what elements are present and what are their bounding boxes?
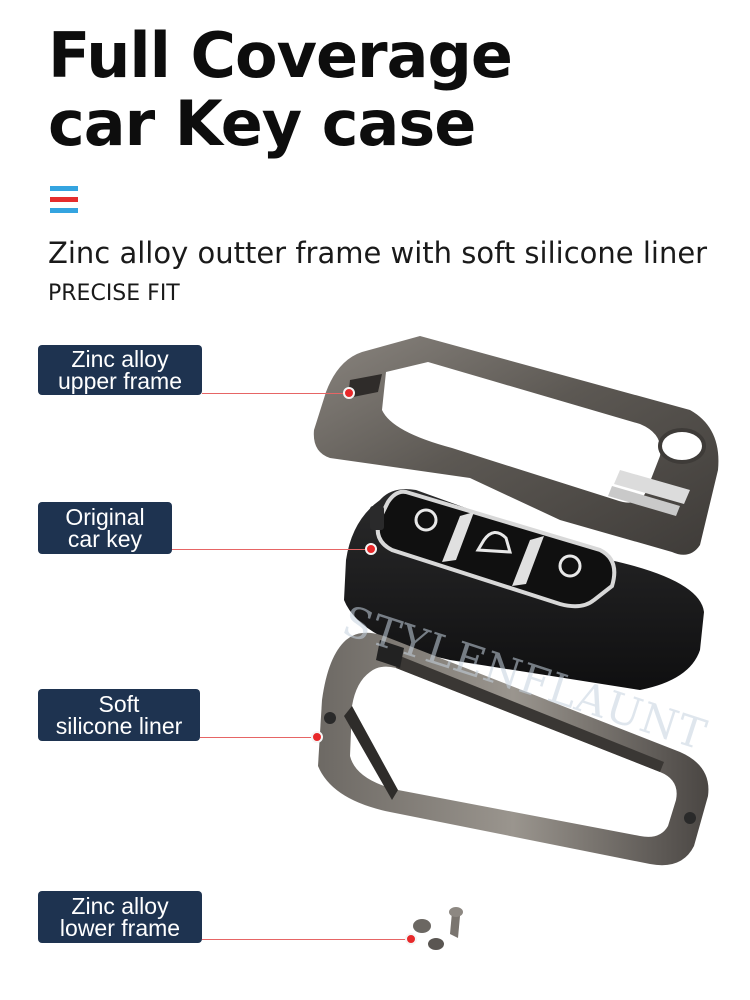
label-lower-frame-line-1: Zinc alloy bbox=[71, 893, 169, 919]
leader-line-car-key bbox=[172, 549, 370, 550]
label-car-key-line-2: car key bbox=[67, 526, 143, 552]
label-lower-frame-line-2: lower frame bbox=[59, 915, 181, 941]
label-upper-frame-line-1: Zinc alloy bbox=[71, 346, 169, 372]
label-upper-frame-line-2: upper frame bbox=[57, 368, 182, 394]
stripes-icon bbox=[50, 186, 78, 213]
label-liner-line-1: Soft bbox=[98, 691, 140, 717]
lower-frame-art bbox=[318, 632, 709, 866]
label-lower-frame: Zinc alloy lower frame bbox=[38, 891, 202, 943]
leader-line-upper-frame bbox=[202, 393, 348, 394]
screws-art bbox=[413, 907, 463, 950]
marker-car-key bbox=[365, 543, 377, 555]
leader-line-lower-frame bbox=[202, 939, 408, 940]
label-liner-line-2: silicone liner bbox=[55, 713, 183, 739]
car-key-art bbox=[344, 489, 704, 690]
label-car-key: Original car key bbox=[38, 502, 172, 554]
marker-upper-frame bbox=[343, 387, 355, 399]
upper-frame-art bbox=[313, 336, 719, 555]
marker-lower-frame bbox=[405, 933, 417, 945]
label-car-key-line-1: Original bbox=[65, 504, 145, 530]
page-title: Full Coverage car Key case bbox=[48, 19, 513, 160]
leader-line-silicone-liner bbox=[200, 737, 312, 738]
precise-fit-text: PRECISE FIT bbox=[48, 281, 180, 306]
title-line-2: car Key case bbox=[48, 87, 476, 160]
marker-silicone-liner bbox=[311, 731, 323, 743]
label-silicone-liner: Soft silicone liner bbox=[38, 689, 200, 741]
subtitle: Zinc alloy outter frame with soft silico… bbox=[48, 236, 708, 270]
title-line-1: Full Coverage bbox=[48, 19, 513, 92]
label-upper-frame: Zinc alloy upper frame bbox=[38, 345, 202, 395]
